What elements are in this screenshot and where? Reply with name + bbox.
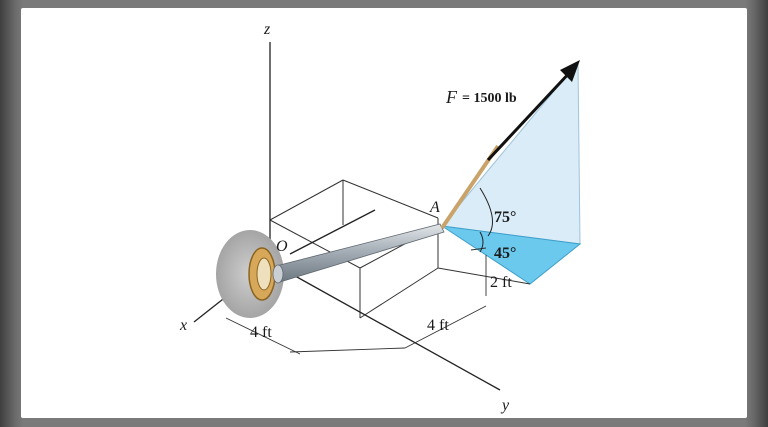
force-value: = 1500 lb [462, 91, 517, 106]
figure-panel [21, 8, 747, 418]
force-arrow [486, 68, 574, 162]
dim-y-4ft: 4 ft [427, 317, 449, 334]
angle-75-label: 75° [494, 209, 516, 226]
dim-x-4ft: 4 ft [250, 324, 272, 341]
angle-arc-45 [479, 231, 484, 253]
origin-label: O [276, 238, 288, 255]
force-symbol: F [445, 87, 458, 107]
force-arrow-head [560, 60, 580, 82]
dimension-lines [225, 247, 487, 355]
angle-arc-75 [479, 187, 493, 237]
point-a-label: A [429, 199, 440, 216]
y-axis-label: y [500, 397, 510, 414]
y-axis [269, 261, 501, 391]
angle-45-label: 45° [494, 245, 516, 262]
z-axis-label: z [263, 21, 271, 38]
axis-extension [289, 209, 376, 255]
x-axis-label: x [179, 317, 187, 334]
dim-height-2ft: 2 ft [490, 274, 512, 291]
